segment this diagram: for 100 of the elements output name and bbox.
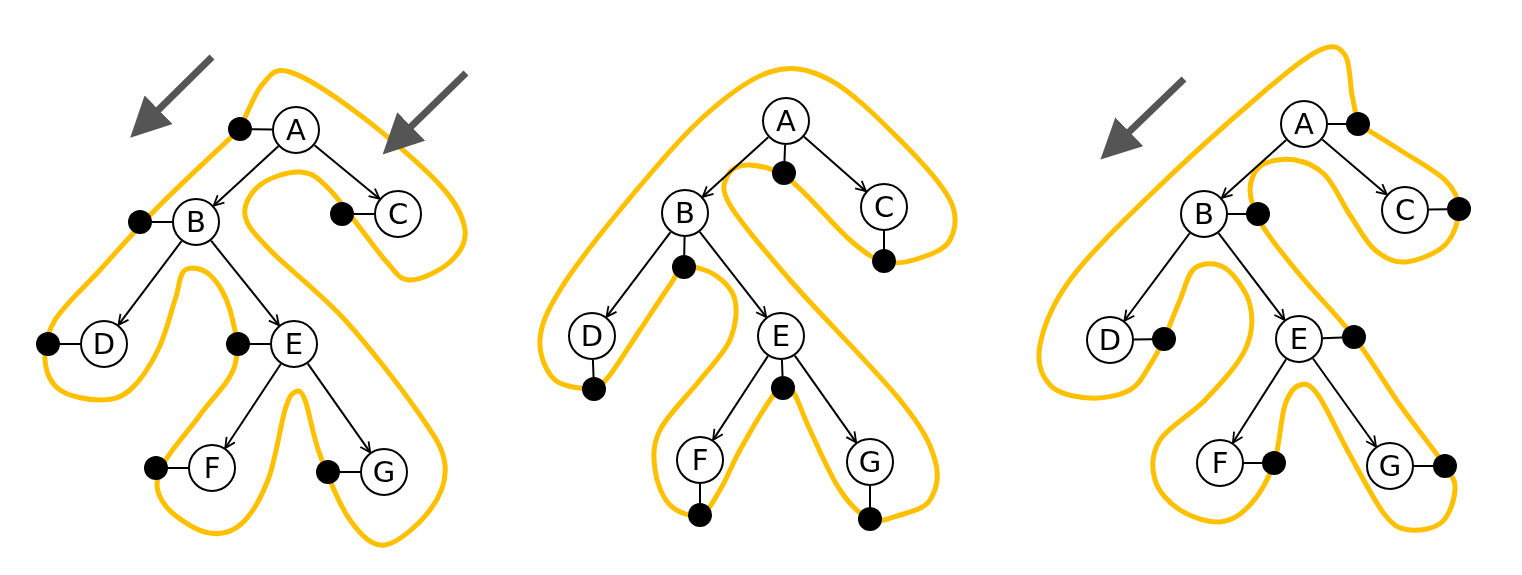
node-letter: D [92, 329, 116, 359]
tree-node-circle [80, 320, 128, 368]
visit-dot [1152, 327, 1176, 351]
node-letter: G [1378, 451, 1402, 481]
arrow [793, 354, 858, 444]
connector-line [353, 213, 375, 215]
visit-dot [771, 376, 795, 400]
arrow [1321, 138, 1388, 196]
connector-line [249, 343, 271, 345]
connector-line [339, 471, 361, 473]
visit-dot [872, 249, 896, 273]
tree-node-circle [1280, 100, 1328, 148]
connector-line [883, 230, 885, 250]
arrow [1312, 357, 1377, 448]
visit-dot [582, 377, 606, 401]
tree-node-circle [1180, 190, 1228, 238]
node-letter: D [1098, 325, 1122, 355]
arrow [712, 355, 769, 441]
connector-line [1428, 208, 1448, 211]
tree-node-circle [762, 97, 810, 145]
tree-node-circle [860, 183, 908, 231]
visit-dot [316, 460, 340, 484]
tree-node-circle [1366, 442, 1414, 490]
visit-dot [672, 255, 696, 279]
tree-node-circle [272, 106, 320, 154]
node-letter: D [580, 321, 604, 351]
arrow [306, 362, 372, 454]
visit-dot [36, 332, 60, 356]
visit-dot [128, 210, 152, 234]
connector-line [1327, 123, 1347, 125]
node-letter: A [286, 115, 306, 145]
visit-dot [1246, 202, 1270, 226]
arrow [1220, 139, 1288, 199]
arrow [1217, 232, 1286, 321]
node-letter: B [675, 198, 695, 228]
visit-dot [1433, 454, 1457, 478]
arrow [212, 145, 280, 207]
connector-line [251, 128, 273, 131]
tree-node-circle [676, 436, 724, 484]
node-letter: G [372, 457, 396, 487]
node-letter: F [691, 445, 709, 475]
connector-line [1243, 462, 1263, 464]
tree-node-circle [374, 190, 422, 238]
arrow [698, 230, 768, 319]
visit-dot [1262, 451, 1286, 475]
visit-dot [228, 117, 252, 141]
visit-dot [772, 161, 796, 185]
node-letter: F [203, 453, 221, 483]
visit-dot [1447, 197, 1471, 221]
connector-line [783, 144, 787, 162]
node-letter: E [284, 329, 304, 359]
arrow [1231, 358, 1288, 444]
node-letter: A [1294, 109, 1314, 139]
arrow [313, 144, 381, 200]
connector-line [699, 483, 701, 504]
arrow [605, 231, 672, 318]
tree-node-circle [1275, 315, 1323, 363]
node-letter: F [1211, 448, 1229, 478]
arrow [701, 136, 770, 198]
connector-line [151, 221, 173, 223]
visit-dot [144, 456, 168, 480]
connector-line [683, 236, 686, 256]
visit-dot [330, 202, 354, 226]
connector-line [1133, 338, 1153, 341]
tree-node-circle [846, 438, 894, 486]
tree-node-circle [188, 444, 236, 492]
tree-node-circle [661, 189, 709, 237]
visit-dot [1342, 325, 1366, 349]
connector-line [167, 467, 189, 469]
tree-node-circle [757, 312, 805, 360]
tree-node-circle [172, 198, 220, 246]
visit-dot [1346, 112, 1370, 136]
tree-node-circle [1086, 316, 1134, 364]
node-letter: B [186, 207, 206, 237]
node-letter: B [1194, 199, 1214, 229]
connector-line [59, 343, 81, 345]
node-letter: C [387, 199, 409, 229]
visit-dot [858, 507, 882, 531]
node-letter: E [1289, 324, 1309, 354]
connector-line [1322, 336, 1343, 340]
tree-node-circle [270, 320, 318, 368]
visit-dot [688, 503, 712, 527]
arrow [224, 363, 282, 449]
arrow [1123, 232, 1191, 322]
node-letter: G [858, 447, 882, 477]
node-letter: E [771, 321, 791, 351]
connector-line [869, 485, 871, 508]
arrow [803, 135, 867, 193]
node-letter: A [776, 106, 796, 136]
node-letter: C [1394, 195, 1416, 225]
connector-line [1227, 213, 1247, 215]
tree-node-circle [568, 312, 616, 360]
connector-line [591, 359, 595, 378]
tree-node-circle [360, 448, 408, 496]
arrow [117, 240, 183, 326]
connector-line [1413, 465, 1434, 467]
tree-node-circle [1196, 439, 1244, 487]
visit-dot [226, 332, 250, 356]
connector-line [780, 359, 784, 377]
arrow [210, 239, 280, 327]
